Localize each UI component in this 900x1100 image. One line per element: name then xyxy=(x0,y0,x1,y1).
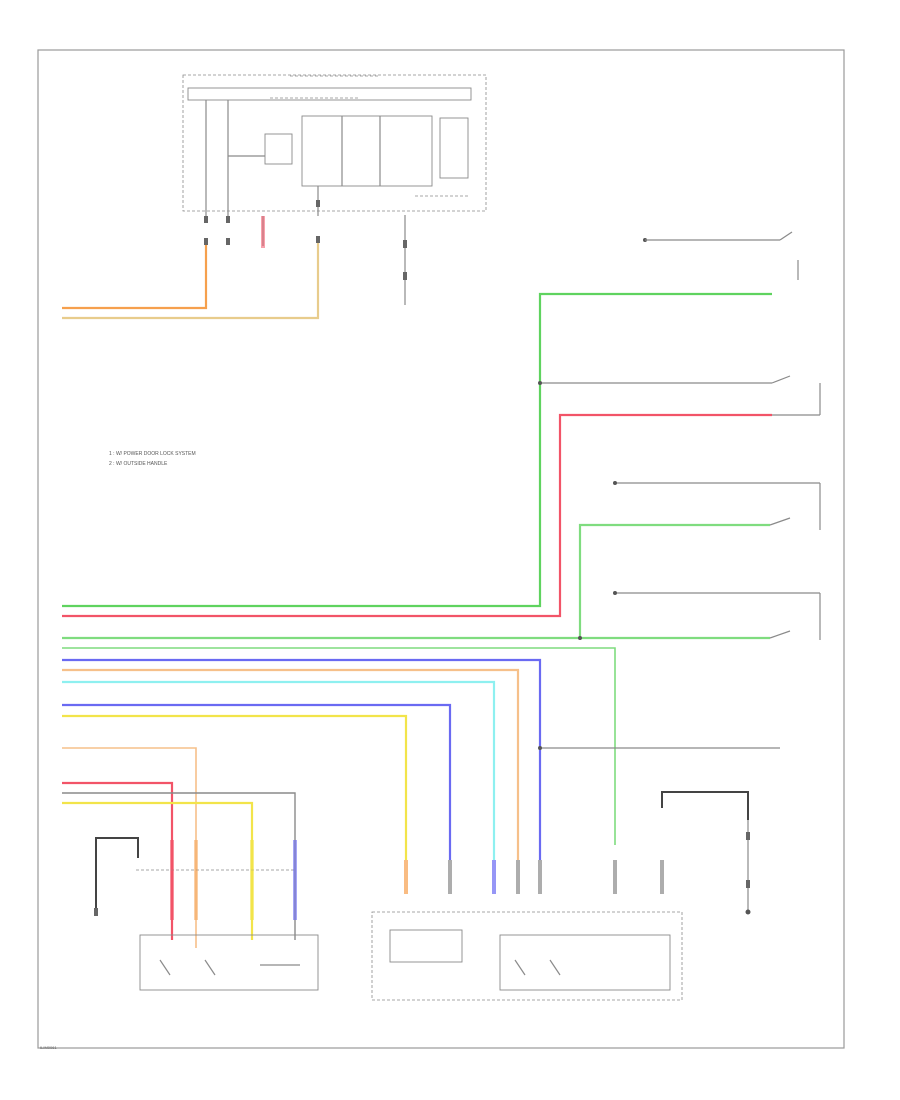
legend-item-1: 1 : W/ POWER DOOR LOCK SYSTEM xyxy=(109,451,196,457)
connector-stubs-bottom xyxy=(170,840,664,920)
footer-code: ILIM0061 xyxy=(40,1045,57,1050)
rear-door-lock-actuator xyxy=(139,934,319,991)
diagram-frame xyxy=(37,49,845,1049)
front-door-lock-actuator xyxy=(371,911,683,1001)
switch-top-right xyxy=(643,231,799,280)
connector-stubs-top xyxy=(204,200,320,248)
legend-item-2: 2 : W/ OUTSIDE HANDLE xyxy=(109,461,168,467)
legend: 1 : W/ POWER DOOR LOCK SYSTEM 2 : W/ OUT… xyxy=(109,451,196,467)
relay-block xyxy=(182,74,487,212)
